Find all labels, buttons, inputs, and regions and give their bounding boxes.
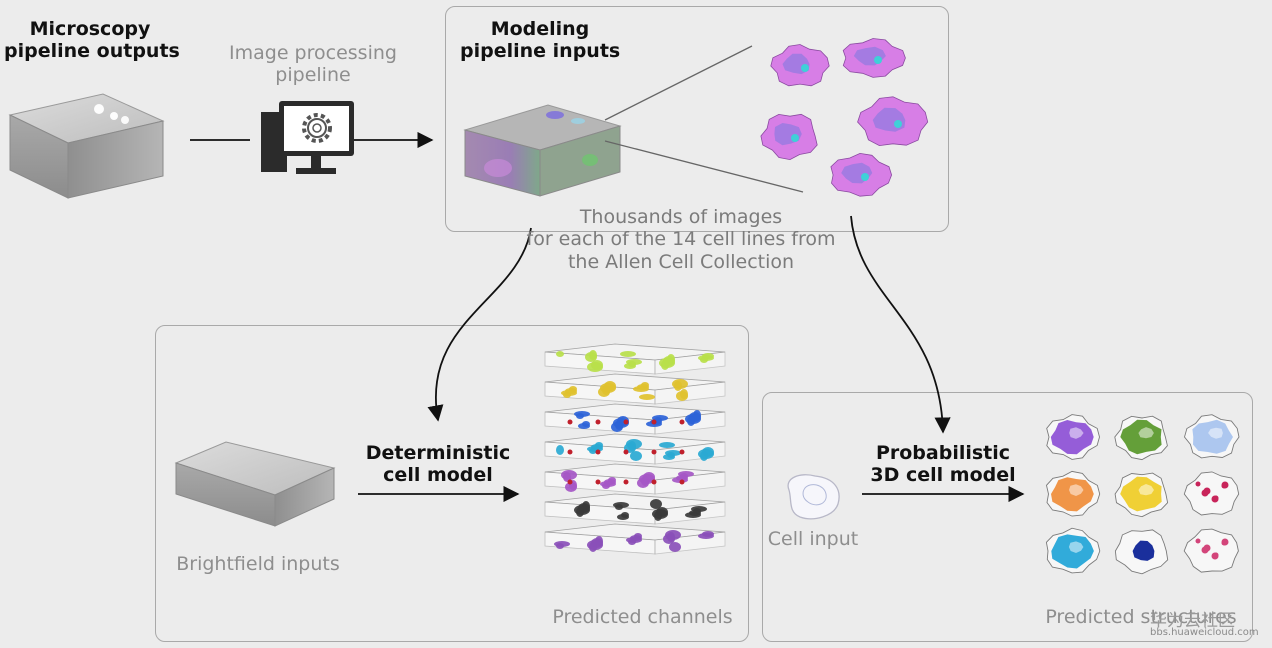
thousands-of-images-label: Thousands of images for each of the 14 c… (526, 206, 836, 273)
channel-layer (544, 343, 726, 375)
channel-layer (544, 493, 726, 525)
predicted-structure-cell (1046, 414, 1100, 460)
predicted-structure-cell (1183, 471, 1240, 516)
computer-icon (261, 101, 354, 174)
predicted-channels-label: Predicted channels (552, 606, 733, 628)
modeling-inputs-label: Modeling pipeline inputs (460, 18, 621, 63)
channel-layer (544, 523, 726, 555)
channel-layer (544, 403, 726, 435)
segmented-cell (770, 44, 830, 87)
watermark-url: bbs.huaweicloud.com (1150, 627, 1259, 638)
cell-input-icon (787, 474, 840, 520)
microscopy-outputs-label: Microscopy pipeline outputs (4, 18, 180, 63)
channel-layer (544, 463, 726, 495)
predicted-structure-cell (1114, 415, 1168, 461)
segmented-cell (830, 152, 893, 197)
modeling-block (463, 104, 622, 197)
predicted-structures-label: Predicted structures (1045, 606, 1237, 628)
predicted-structure-cell (1114, 472, 1169, 518)
image-processing-label: Image processing pipeline (229, 42, 397, 87)
channel-layer (544, 373, 726, 405)
channel-layer (544, 433, 726, 465)
predicted-structure-cell (1114, 529, 1169, 575)
cell-input-label: Cell input (767, 528, 859, 550)
predicted-structure-cell (1046, 470, 1101, 517)
gear-icon (302, 113, 332, 143)
probabilistic-model-label: Probabilistic 3D cell model (870, 442, 1016, 487)
brightfield-inputs-label: Brightfield inputs (176, 553, 340, 575)
arrow-icon (427, 227, 532, 422)
predicted-structure-cell (1184, 414, 1240, 459)
probabilistic-panel (762, 392, 1253, 642)
watermark-logo-text: 华为云社区 (1150, 611, 1235, 631)
brightfield-block (174, 441, 336, 527)
predicted-structure-cell (1183, 528, 1239, 573)
arrow-icon (850, 215, 951, 434)
predicted-structure-cell (1045, 527, 1101, 574)
segmented-cell (842, 38, 906, 78)
segmented-cell (857, 96, 929, 147)
segmented-cell (760, 113, 818, 161)
microscopy-block (8, 93, 165, 199)
deterministic-model-label: Deterministic cell model (365, 442, 511, 487)
